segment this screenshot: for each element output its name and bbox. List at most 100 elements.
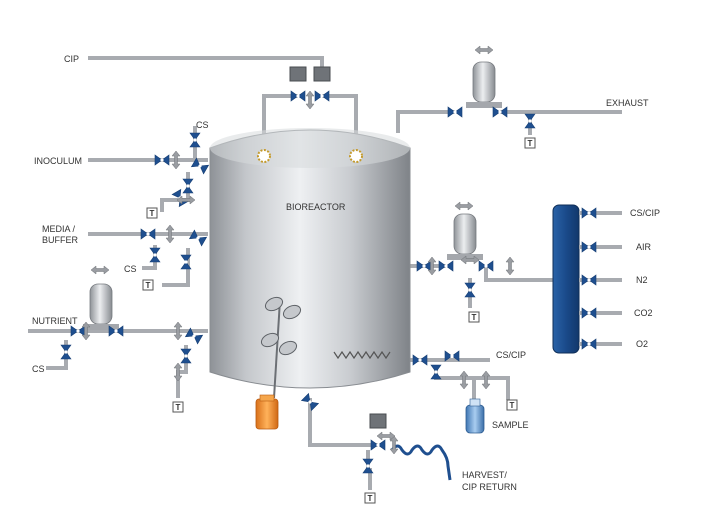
valve-icon [492,106,508,118]
steam-trap-icon: T [468,311,480,323]
double-arrow-icon [454,201,474,211]
steam-traps: T T T T T T T [142,137,536,504]
valve-icon [416,260,432,272]
label-cs-top: CS [196,120,209,130]
label-media-line2: BUFFER [42,235,79,245]
valve-icon [184,327,204,345]
impeller-icon [260,296,302,356]
valve-icon [581,307,597,319]
valve-icon [314,90,330,102]
label-n2: N2 [636,275,648,285]
steam-trap-icon: T [146,207,158,219]
steam-trap-label: T [472,313,477,322]
double-arrow-icon [481,370,491,390]
double-arrow-icon [176,195,196,205]
steam-trap-label: T [368,494,373,503]
label-sample: SAMPLE [492,420,529,430]
valve-icon [581,241,597,253]
sample-bottle-icon [465,398,485,434]
steam-trap-label: T [528,139,533,148]
cip-actuator-left [289,66,307,82]
steam-trap-icon: T [506,399,518,411]
steam-trap-icon: T [524,137,536,149]
double-arrow-icon [305,90,315,110]
label-media-line1: MEDIA / [42,224,76,234]
double-arrow-icon [165,224,175,244]
gas-filter-housing [447,213,483,260]
double-arrow-icon [173,362,183,382]
valve-icon [362,458,374,474]
spray-ball-left [257,149,271,163]
valve-icon [412,354,428,366]
valve-icon [189,132,201,148]
valve-icon [478,260,494,272]
nutrient-filter-housing [83,283,119,330]
bioreactor-vessel [209,128,411,399]
label-harvest-line2: CIP RETURN [462,482,517,492]
double-arrow-icon [171,150,181,170]
vessel-label: BIOREACTOR [286,202,346,212]
steam-trap-label: T [150,209,155,218]
valve-icon [180,348,192,364]
valve-icon [60,344,72,360]
valve-icon [154,154,170,166]
valve-icon [70,325,86,337]
sparger-icon [333,350,391,360]
label-cs-nutrient: CS [32,364,45,374]
label-air: AIR [636,242,652,252]
valve-icon [464,282,476,298]
double-arrow-icon [459,370,469,390]
valve-icon [370,439,386,451]
double-arrow-icon [81,321,91,341]
label-cip: CIP [64,54,79,64]
valve-icon [438,260,454,272]
valve-icon [290,90,306,102]
inoculum-bottle-icon [255,394,279,430]
double-arrow-icon [460,255,480,265]
gas-manifold [552,204,580,354]
spray-ball-right [349,149,363,163]
double-arrow-icon [505,256,515,276]
label-o2: O2 [636,339,648,349]
steam-trap-label: T [146,281,151,290]
label-nutrient: NUTRIENT [32,316,78,326]
valve-icon [524,113,536,129]
valve-icon [188,229,208,247]
valve-icon [190,157,210,175]
valve-icon [108,325,124,337]
valve-icon [581,207,597,219]
valve-icon [430,364,442,380]
valve-icon [300,392,320,412]
valve-icon [447,106,463,118]
valve-icon [140,228,156,240]
valve-icon [581,338,597,350]
harvest-hose [390,444,452,481]
label-sparger-cs-cip: CS/CIP [496,350,526,360]
flow-arrows [81,45,515,455]
label-co2: CO2 [634,308,653,318]
label-inoculum: INOCULUM [34,156,82,166]
steam-trap-icon: T [364,492,376,504]
label-harvest-line1: HARVEST/ [462,470,507,480]
label-exhaust: EXHAUST [606,98,649,108]
double-arrow-icon [389,435,399,455]
steam-trap-label: T [510,401,515,410]
valve-icon [581,274,597,286]
double-arrow-icon [427,256,437,276]
label-manifold-cs-cip: CS/CIP [630,208,660,218]
valve-icon [182,178,194,194]
valve-icon [149,247,161,263]
valve-icon [180,254,192,270]
double-arrow-icon [173,321,183,341]
valve-icon [444,350,460,362]
steam-trap-icon: T [142,279,154,291]
harvest-actuator [369,413,387,429]
label-cs-media: CS [124,264,137,274]
double-arrow-icon [90,265,110,275]
steam-trap-icon: T [172,401,184,413]
steam-trap-label: T [176,403,181,412]
valves [60,90,597,474]
cip-actuator-right [313,66,331,82]
double-arrow-icon [474,45,494,55]
